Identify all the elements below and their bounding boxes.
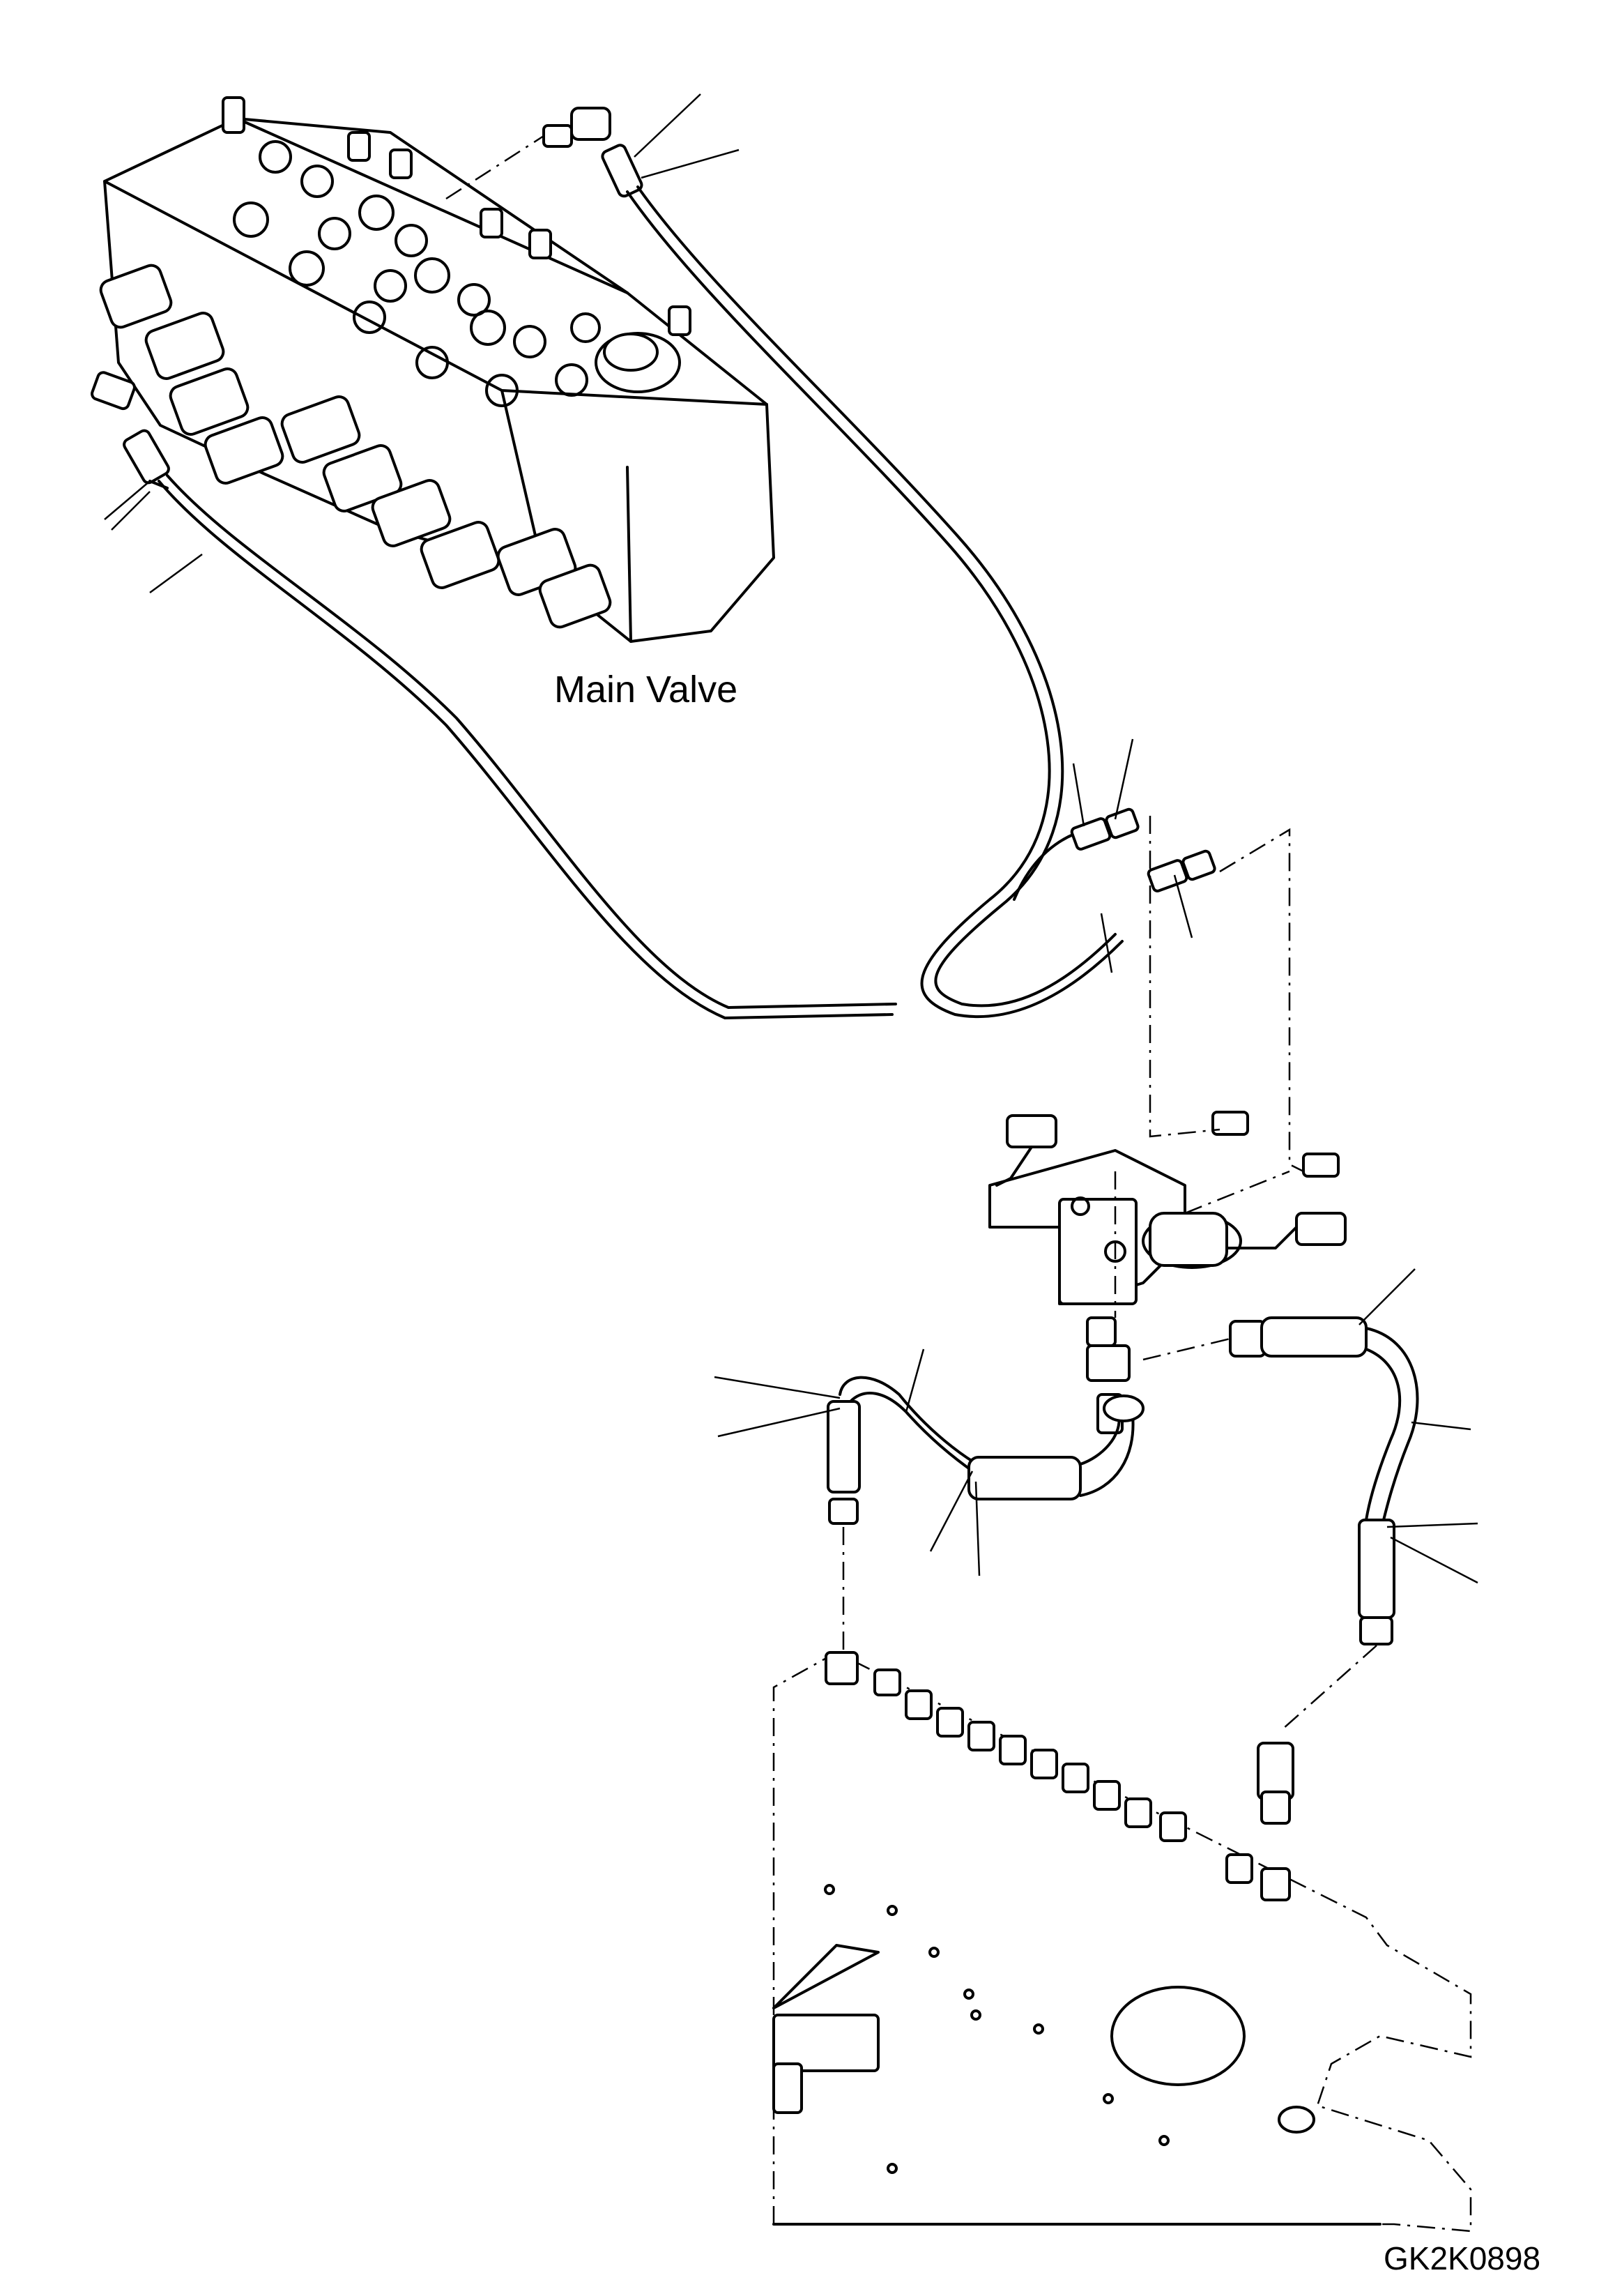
connection-centerlines: [445, 135, 1377, 1730]
left-elbow-fitting: [91, 371, 170, 489]
hose-end-fittings-upper: [1013, 807, 1216, 901]
plate-fittings: [825, 1651, 1291, 1901]
valve-cap: [595, 332, 681, 393]
left-lower-hose: [827, 1376, 1145, 1525]
base-plate: [772, 1651, 1472, 2233]
top-elbow-fitting: [542, 107, 643, 198]
main-valve-assembly: [99, 96, 775, 643]
drawing-code: GK2K0898: [1384, 2240, 1541, 2276]
top-hose: [626, 185, 1124, 1019]
solenoid-valve: [988, 1114, 1347, 1305]
plate-holes: [824, 1884, 1170, 2174]
valve-spools: [99, 264, 612, 629]
valve-ports: [233, 140, 601, 407]
valve-top-fittings: [222, 96, 691, 336]
main-valve-label: Main Valve: [554, 669, 738, 710]
left-hose: [158, 474, 897, 1019]
solenoid-fittings: [1211, 1111, 1340, 1178]
leader-lines: [104, 93, 1478, 1584]
right-lower-hose: [1229, 1316, 1419, 1645]
